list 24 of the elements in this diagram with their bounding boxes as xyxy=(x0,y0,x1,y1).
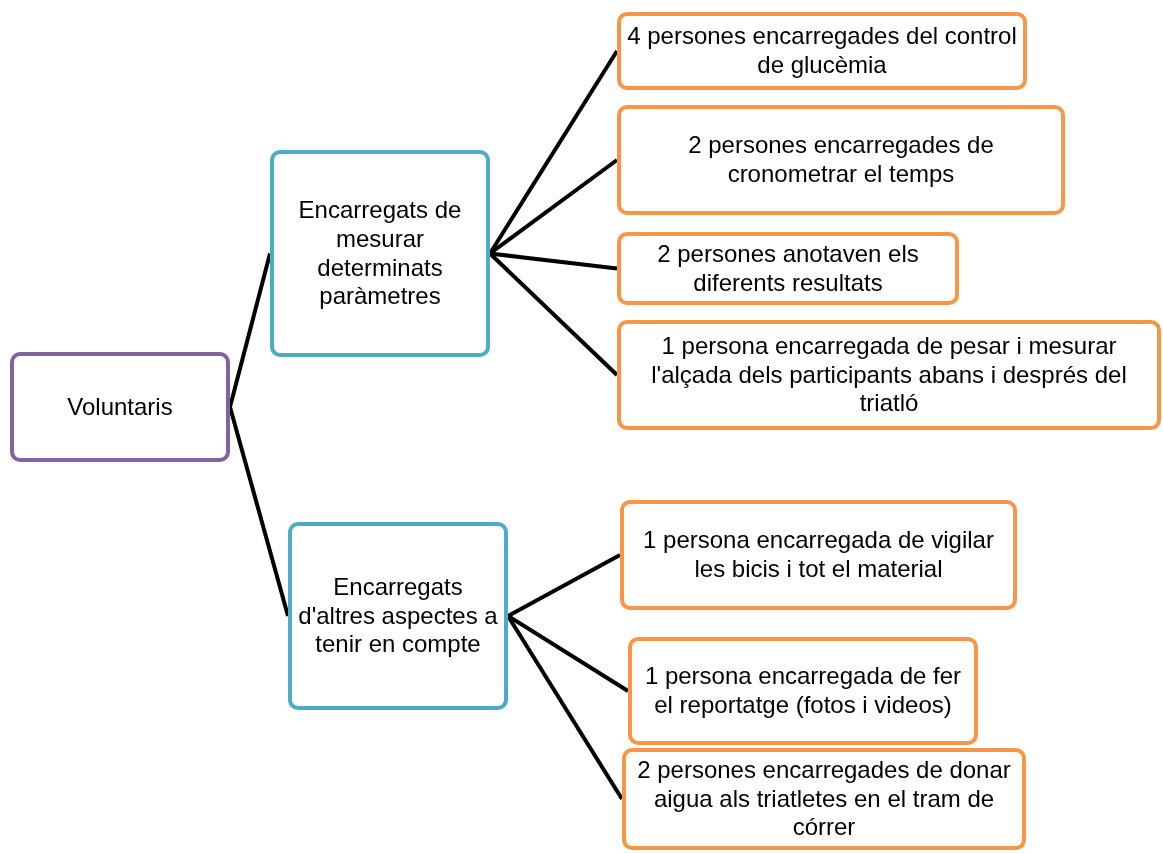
connector-line xyxy=(488,252,619,377)
box-text: 2 persones encarregades de cronometrar el temps xyxy=(687,131,995,189)
box-text: Encarregats de mesurar determinats paràmetres xyxy=(297,195,463,312)
rounded-box xyxy=(620,500,1017,610)
rounded-box xyxy=(10,352,230,462)
rounded-box xyxy=(288,522,508,710)
box-text: 1 persona encarregada de pesar i mesurar l'alçada dels participants abans i després del triatló xyxy=(650,331,1128,419)
box-text: 2 persones anotaven els diferents resultats xyxy=(656,239,920,298)
connector-line xyxy=(228,253,272,408)
rounded-box xyxy=(617,12,1027,90)
box-text: 1 persona encarregada de fer el reportatge (fotos i videos) xyxy=(643,662,963,720)
box-text: 4 persones encarregades del control de glucèmia xyxy=(627,22,1017,80)
box-text: 1 persona encarregada de vigilar les bicis i tot el material xyxy=(642,526,995,584)
rounded-box xyxy=(617,105,1065,215)
connector-line xyxy=(507,553,621,618)
rounded-box xyxy=(270,150,490,357)
box-text: 2 persones encarregades de donar aigua als triatletes en el tram de córrer xyxy=(636,755,1012,843)
rounded-box xyxy=(628,637,978,745)
rounded-box xyxy=(617,232,959,305)
box-text: Voluntaris xyxy=(67,392,173,422)
rounded-box xyxy=(622,748,1026,850)
connector-line xyxy=(228,406,290,617)
box-text: Encarregats d'altres aspectes a tenir en compte xyxy=(298,572,498,660)
rounded-box xyxy=(617,320,1161,430)
